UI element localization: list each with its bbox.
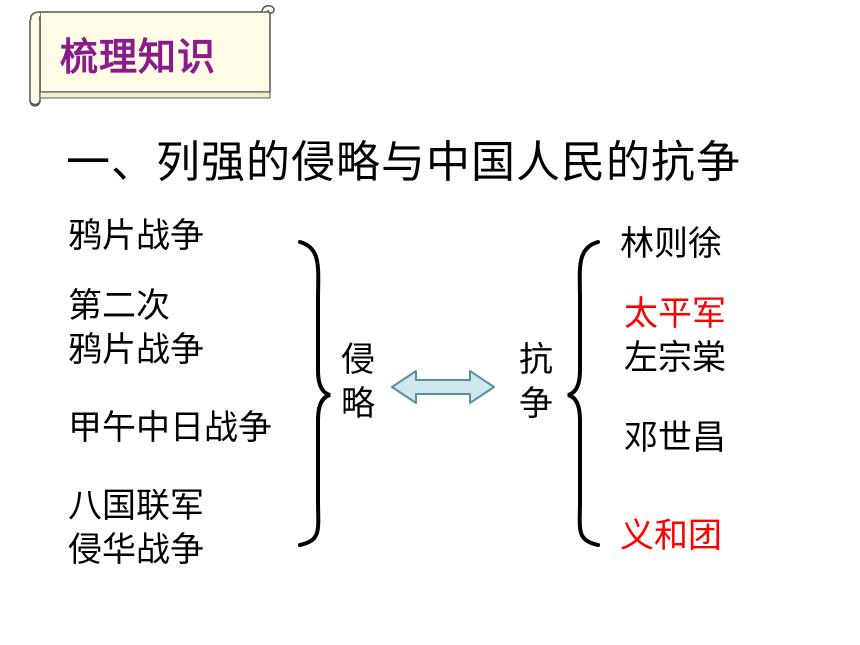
resistance-boxers: 义和团 [620,516,722,556]
war-label: 侵华战争 [68,530,204,570]
war-label: 八国联军 [68,486,204,526]
left-brace [298,240,331,547]
war-second-opium: 第二次 鸦片战争 [68,284,204,372]
section-heading: 一、列强的侵略与中国人民的抗争 [66,137,741,188]
resistance-taiping: 太平军 [624,294,726,334]
war-label: 鸦片战争 [68,216,204,256]
double-arrow [391,370,495,404]
war-opium: 鸦片战争 [68,214,204,258]
resistance-deng-shichang: 邓世昌 [624,418,726,458]
invasion-label: 侵 略 [338,338,378,426]
war-sino-japanese: 甲午中日战争 [68,406,272,450]
resistance-char: 抗 [519,340,553,380]
invasion-char: 略 [341,384,375,424]
resistance-zuo-zongtang: 左宗棠 [624,338,726,378]
war-label: 鸦片战争 [68,330,204,370]
resistance-char: 争 [519,384,553,424]
right-brace [567,240,600,547]
scroll-title: 梳理知识 [60,35,217,79]
war-eight-nation: 八国联军 侵华战争 [68,484,204,572]
resistance-label: 抗 争 [516,338,556,426]
invasion-char: 侵 [341,340,375,380]
war-label: 第二次 [68,286,170,326]
war-label: 甲午中日战争 [68,408,272,448]
resistance-lin-zexu: 林则徐 [620,224,722,264]
